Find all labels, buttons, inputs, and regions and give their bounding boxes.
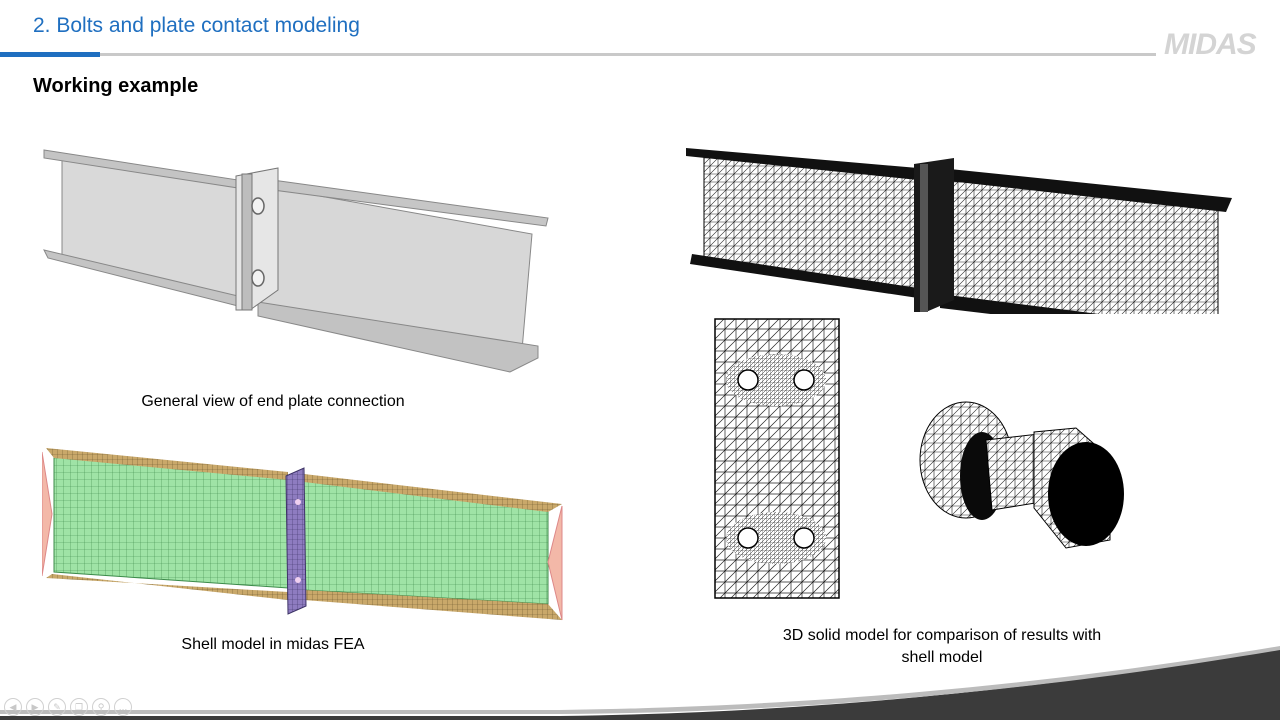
shell-model-caption: Shell model in midas FEA <box>181 636 365 653</box>
zoom-icon[interactable]: ⚲ <box>92 698 110 716</box>
next-icon[interactable]: ▶ <box>26 698 44 716</box>
general-view-caption: General view of end plate connection <box>141 393 405 410</box>
bolt-mesh-figure <box>919 401 1124 549</box>
midas-logo: MIDAS <box>1164 28 1257 61</box>
more-icon[interactable]: … <box>114 698 132 716</box>
solid-model-caption: 3D solid model for comparison of results… <box>752 625 1132 669</box>
general-view-figure <box>43 149 549 373</box>
section-heading: Working example <box>33 75 199 97</box>
shell-model-figure <box>42 448 563 621</box>
prev-icon[interactable]: ◀ <box>4 698 22 716</box>
presentation-nav-bar: ◀ ▶ ✎ ❐ ⚲ … <box>4 698 132 716</box>
slides-icon[interactable]: ❐ <box>70 698 88 716</box>
title-underline <box>100 53 1156 56</box>
title-underline-accent <box>0 52 100 57</box>
slide-title: 2. Bolts and plate contact modeling <box>33 14 360 37</box>
pen-icon[interactable]: ✎ <box>48 698 66 716</box>
solid-model-caption-line-1: 3D solid model for comparison of results… <box>782 627 1102 644</box>
bottom-swoosh <box>0 646 1280 720</box>
end-plate-mesh-figure <box>714 318 840 599</box>
solid-beam-mesh-figure <box>686 148 1232 314</box>
solid-model-caption-line-2: shell model <box>901 649 983 666</box>
